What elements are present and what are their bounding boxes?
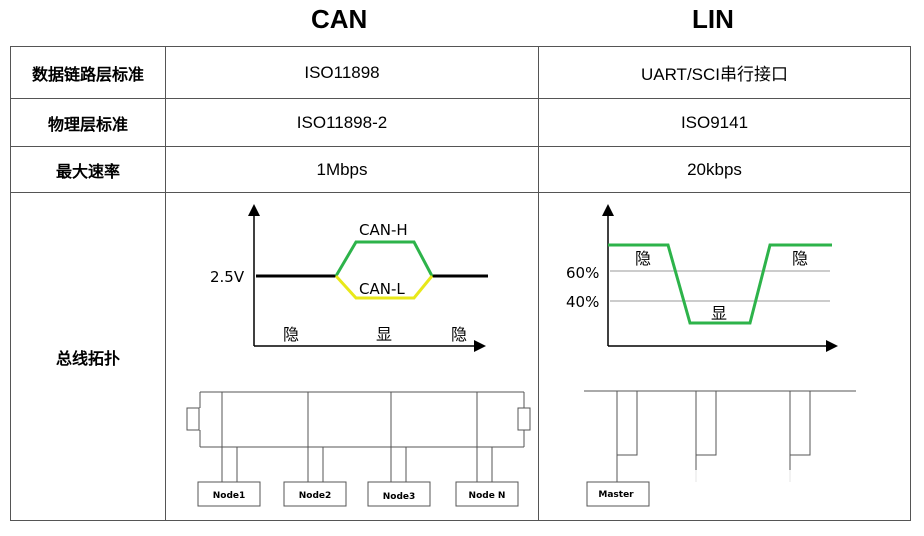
row-label-data-link: 数据链路层标准 — [10, 46, 166, 99]
can-physical-value: ISO11898-2 — [165, 98, 539, 147]
can-data-link-value: ISO11898 — [165, 46, 539, 99]
table-row: 数据链路层标准 ISO11898 UART/SCI串行接口 — [10, 46, 911, 99]
table-row: 总线拓扑 — [10, 192, 911, 521]
table-row: 物理层标准 ISO11898-2 ISO9141 — [10, 98, 911, 147]
can-topology-cell — [165, 192, 539, 521]
lin-header: LIN — [692, 4, 734, 34]
comparison-table: 数据链路层标准 ISO11898 UART/SCI串行接口 物理层标准 ISO1… — [10, 46, 911, 521]
table-row: 最大速率 1Mbps 20kbps — [10, 146, 911, 193]
row-label-max-rate: 最大速率 — [10, 146, 166, 193]
can-header: CAN — [311, 4, 368, 34]
row-label-topology: 总线拓扑 — [10, 192, 166, 521]
lin-max-rate-value: 20kbps — [538, 146, 911, 193]
lin-data-link-value: UART/SCI串行接口 — [538, 46, 911, 99]
row-label-physical: 物理层标准 — [10, 98, 166, 147]
lin-physical-value: ISO9141 — [538, 98, 911, 147]
lin-topology-cell — [538, 192, 911, 521]
can-max-rate-value: 1Mbps — [165, 146, 539, 193]
